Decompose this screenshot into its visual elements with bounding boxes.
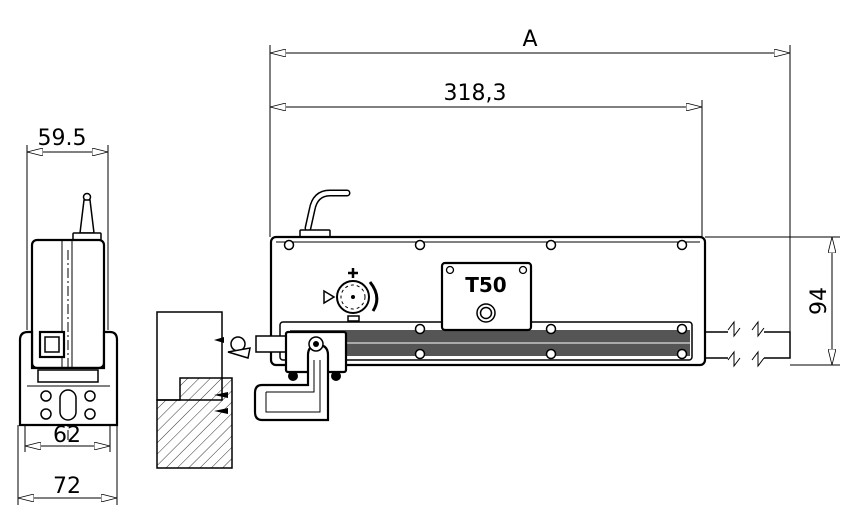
sash-block xyxy=(156,377,233,469)
window-frame-section xyxy=(156,311,251,469)
dimension-62: 62 xyxy=(53,423,81,448)
label-plate xyxy=(440,261,533,332)
dimension-a: A xyxy=(522,27,537,52)
dimension-72: 72 xyxy=(53,474,81,499)
dimension-318-3: 318,3 xyxy=(444,81,507,106)
product-label: T50 xyxy=(465,273,506,297)
actuator-front-view xyxy=(253,45,840,422)
dimension-94: 94 xyxy=(807,287,832,315)
mounting-bracket xyxy=(253,330,348,422)
dimension-59-5: 59.5 xyxy=(38,126,87,151)
adjustment-dial xyxy=(323,268,379,322)
side-view xyxy=(17,145,119,505)
